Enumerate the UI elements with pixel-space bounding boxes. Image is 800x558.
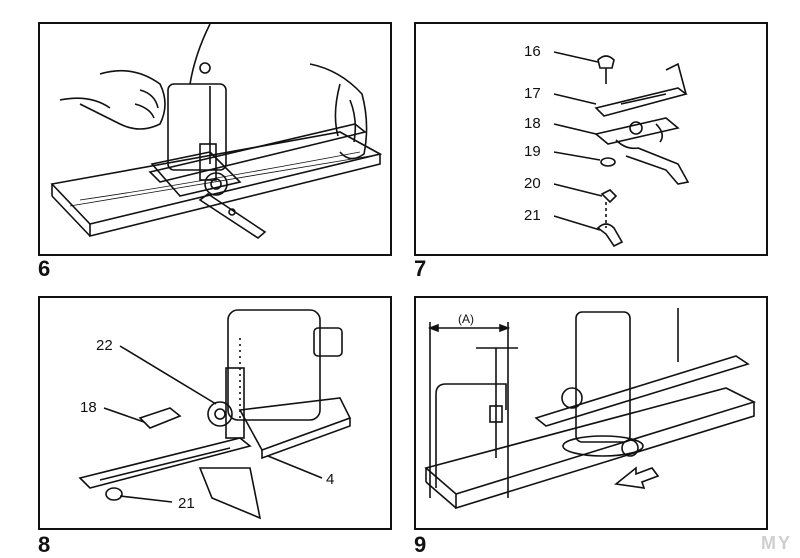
callout-18: 18: [524, 115, 541, 132]
figure-8-label: 8: [38, 532, 51, 557]
callout-21: 21: [524, 207, 541, 224]
callout-16: 16: [524, 43, 541, 60]
figure-7-panel: 16 17 18 19 20 21: [414, 22, 768, 256]
watermark: MY: [761, 533, 792, 553]
router-with-clamped-straightedge-illustration: [424, 308, 757, 510]
figure-9-label: 9: [414, 532, 427, 557]
callout-21b: 21: [178, 495, 195, 512]
figure-6-label: 6: [38, 256, 51, 281]
callout-17: 17: [524, 85, 541, 102]
guide-assembly-parts-illustration: [553, 51, 690, 248]
figure-9-panel: (A): [414, 296, 768, 530]
figure-7-label: 7: [414, 256, 427, 281]
figure-6-panel: 6: [38, 22, 392, 256]
callout-22: 22: [96, 337, 113, 354]
figure-8-panel: 22 18 21 4: [38, 296, 392, 530]
router-on-straight-guide-illustration: [50, 24, 383, 239]
callout-19: 19: [524, 143, 541, 160]
dimension-a-label: (A): [458, 312, 474, 326]
callout-18b: 18: [80, 399, 97, 416]
trimmer-guide-close-up-illustration: [78, 309, 352, 520]
callout-20: 20: [524, 175, 541, 192]
callout-4: 4: [326, 471, 335, 488]
